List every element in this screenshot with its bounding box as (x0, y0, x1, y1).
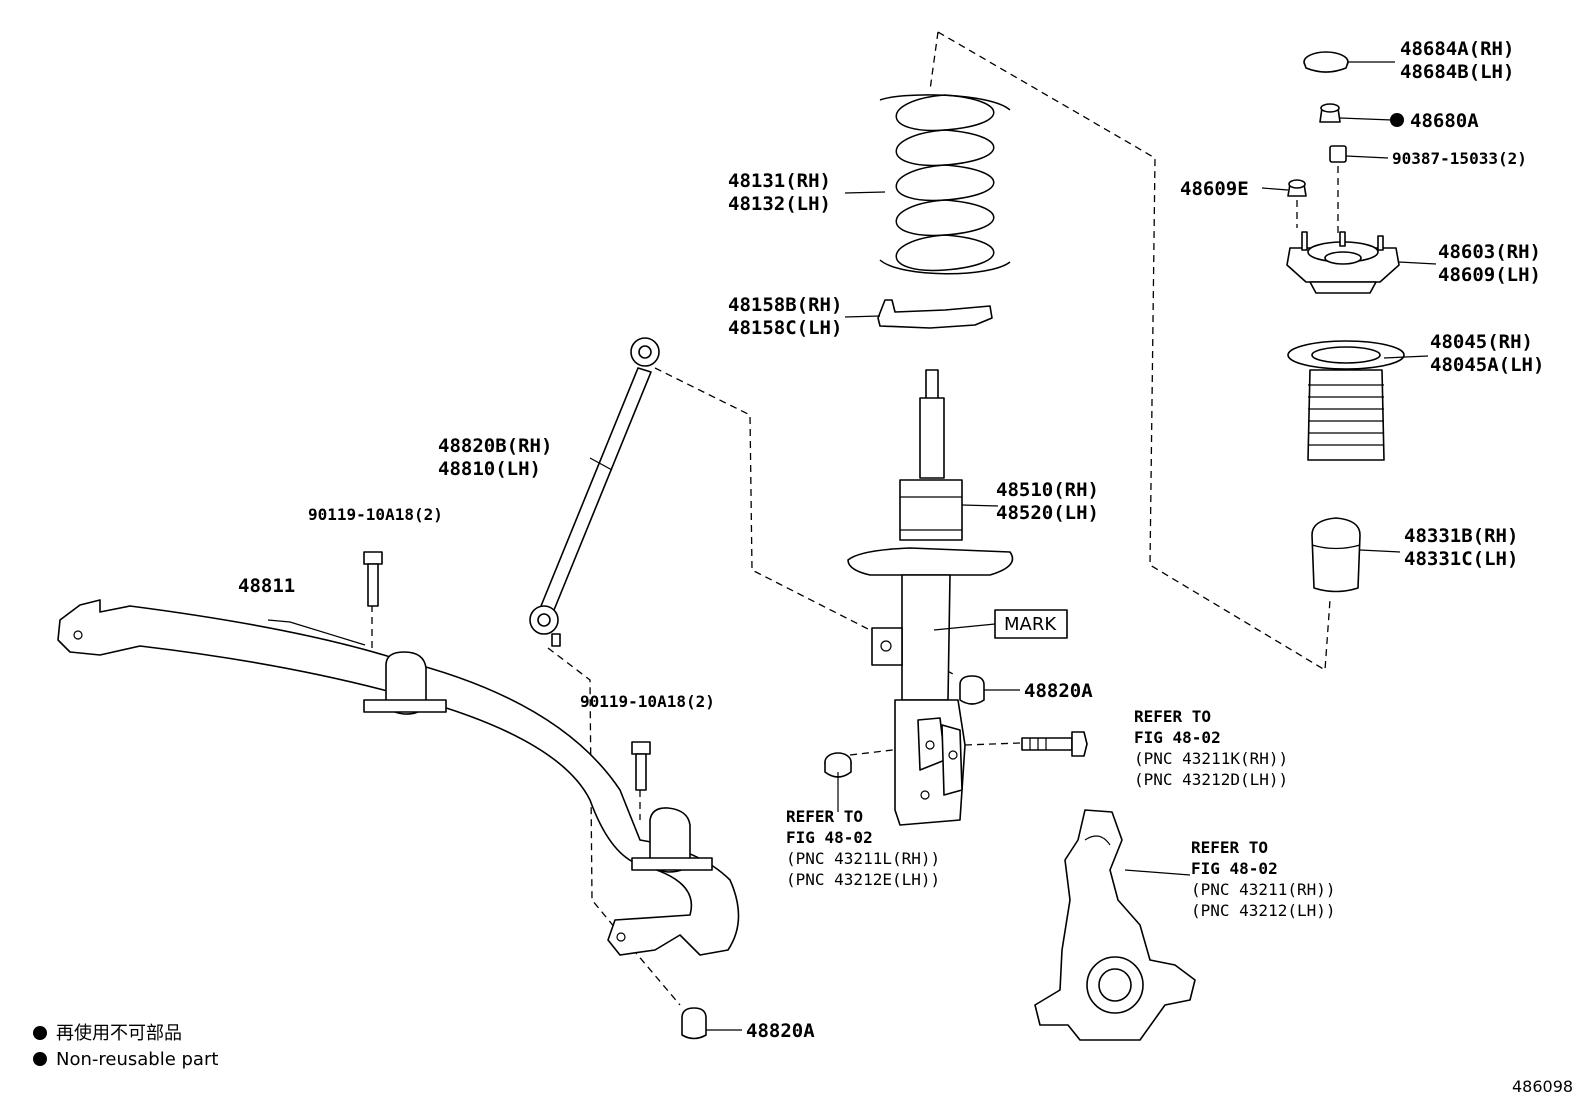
stabilizer-link (529, 337, 660, 647)
collar (1329, 145, 1347, 163)
strut-nut (824, 752, 852, 778)
stabilizer-bushing-upper (363, 651, 447, 715)
stabilizer-bushing-lower (631, 807, 713, 873)
ref-note-bolt: REFER TO FIG 48-02 (PNC 43211K(RH)) (PNC… (1134, 707, 1288, 789)
label-cap-lh: 48684B(LH) (1400, 61, 1514, 83)
label-nut-link-lower: 48820A (746, 1020, 815, 1042)
figure-id: 486098 (1512, 1077, 1573, 1096)
label-bumper-rh: 48331B(RH) (1404, 525, 1518, 547)
assembly-dashed-outline (929, 31, 1331, 672)
label-support-rh: 48603(RH) (1438, 241, 1541, 263)
svg-text:FIG 48-02: FIG 48-02 (1191, 859, 1278, 878)
label-strut-rh: 48510(RH) (996, 479, 1099, 501)
ref-note-knuckle: REFER TO FIG 48-02 (PNC 43211(RH)) (PNC … (1191, 838, 1336, 920)
svg-text:(PNC 43212D(LH)): (PNC 43212D(LH)) (1134, 770, 1288, 789)
mount-nut (1287, 179, 1307, 197)
svg-text:REFER TO: REFER TO (786, 807, 863, 826)
label-spring-rh: 48131(RH) (728, 170, 831, 192)
bound-stopper (1311, 517, 1361, 593)
legend-text-en: Non-reusable part (56, 1049, 218, 1070)
leader-lines (267, 61, 1437, 1031)
dust-boot (1287, 340, 1405, 461)
svg-text:FIG 48-02: FIG 48-02 (786, 828, 873, 847)
label-bumper-lh: 48331C(LH) (1404, 548, 1518, 570)
label-insulator-rh: 48158B(RH) (728, 294, 842, 316)
link-upper-nut (959, 675, 985, 705)
shock-absorber (847, 369, 1014, 826)
svg-text:FIG 48-02: FIG 48-02 (1134, 728, 1221, 747)
spring-insulator (877, 299, 993, 329)
bracket-bolt-upper (363, 551, 383, 607)
svg-text:(PNC 43211(RH)): (PNC 43211(RH)) (1191, 880, 1336, 899)
coil-spring (879, 94, 1011, 275)
svg-text:(PNC 43211K(RH)): (PNC 43211K(RH)) (1134, 749, 1288, 768)
bracket-bolt-lower (631, 741, 651, 791)
svg-text:REFER TO: REFER TO (1191, 838, 1268, 857)
label-nut-link-upper: 48820A (1024, 680, 1093, 702)
label-support-lh: 48609(LH) (1438, 264, 1541, 286)
upper-nut (1319, 103, 1341, 123)
ref-note-nut: REFER TO FIG 48-02 (PNC 43211L(RH)) (PNC… (786, 807, 940, 889)
legend-text-jp: 再使用不可部品 (56, 1023, 182, 1044)
upper-support (1286, 231, 1400, 294)
svg-text:(PNC 43211L(RH)): (PNC 43211L(RH)) (786, 849, 940, 868)
dust-cap (1303, 51, 1349, 73)
label-mark: MARK (1004, 614, 1057, 635)
steering-knuckle (1034, 809, 1196, 1041)
label-bolt-upper: 90119-10A18(2) (308, 505, 443, 524)
legend: 再使用不可部品 Non-reusable part (33, 1023, 218, 1070)
bolt-ref-dashed-line (964, 742, 1021, 746)
legend-dot-1 (33, 1026, 47, 1040)
link-lower-nut (681, 1007, 707, 1040)
link-lower-dashed-line (547, 647, 681, 1006)
label-strut-lh: 48520(LH) (996, 502, 1099, 524)
strut-bolt (1021, 731, 1088, 757)
label-boot-rh: 48045(RH) (1430, 331, 1533, 353)
label-collar: 90387-15033(2) (1392, 149, 1527, 168)
label-nut-mount: 48609E (1180, 178, 1249, 200)
label-bolt-lower: 90119-10A18(2) (580, 692, 715, 711)
svg-text:(PNC 43212(LH)): (PNC 43212(LH)) (1191, 901, 1336, 920)
svg-text:(PNC 43212E(LH)): (PNC 43212E(LH)) (786, 870, 940, 889)
label-nut-top: 48680A (1410, 110, 1479, 132)
label-link-lh: 48810(LH) (438, 458, 541, 480)
legend-dot-2 (33, 1052, 47, 1066)
label-stab-bar: 48811 (238, 575, 295, 597)
label-cap-rh: 48684A(RH) (1400, 38, 1514, 60)
svg-text:REFER TO: REFER TO (1134, 707, 1211, 726)
label-link-rh: 48820B(RH) (438, 435, 552, 457)
label-boot-lh: 48045A(LH) (1430, 354, 1544, 376)
non-reusable-dot (1390, 113, 1404, 127)
label-insulator-lh: 48158C(LH) (728, 317, 842, 339)
label-spring-lh: 48132(LH) (728, 193, 831, 215)
